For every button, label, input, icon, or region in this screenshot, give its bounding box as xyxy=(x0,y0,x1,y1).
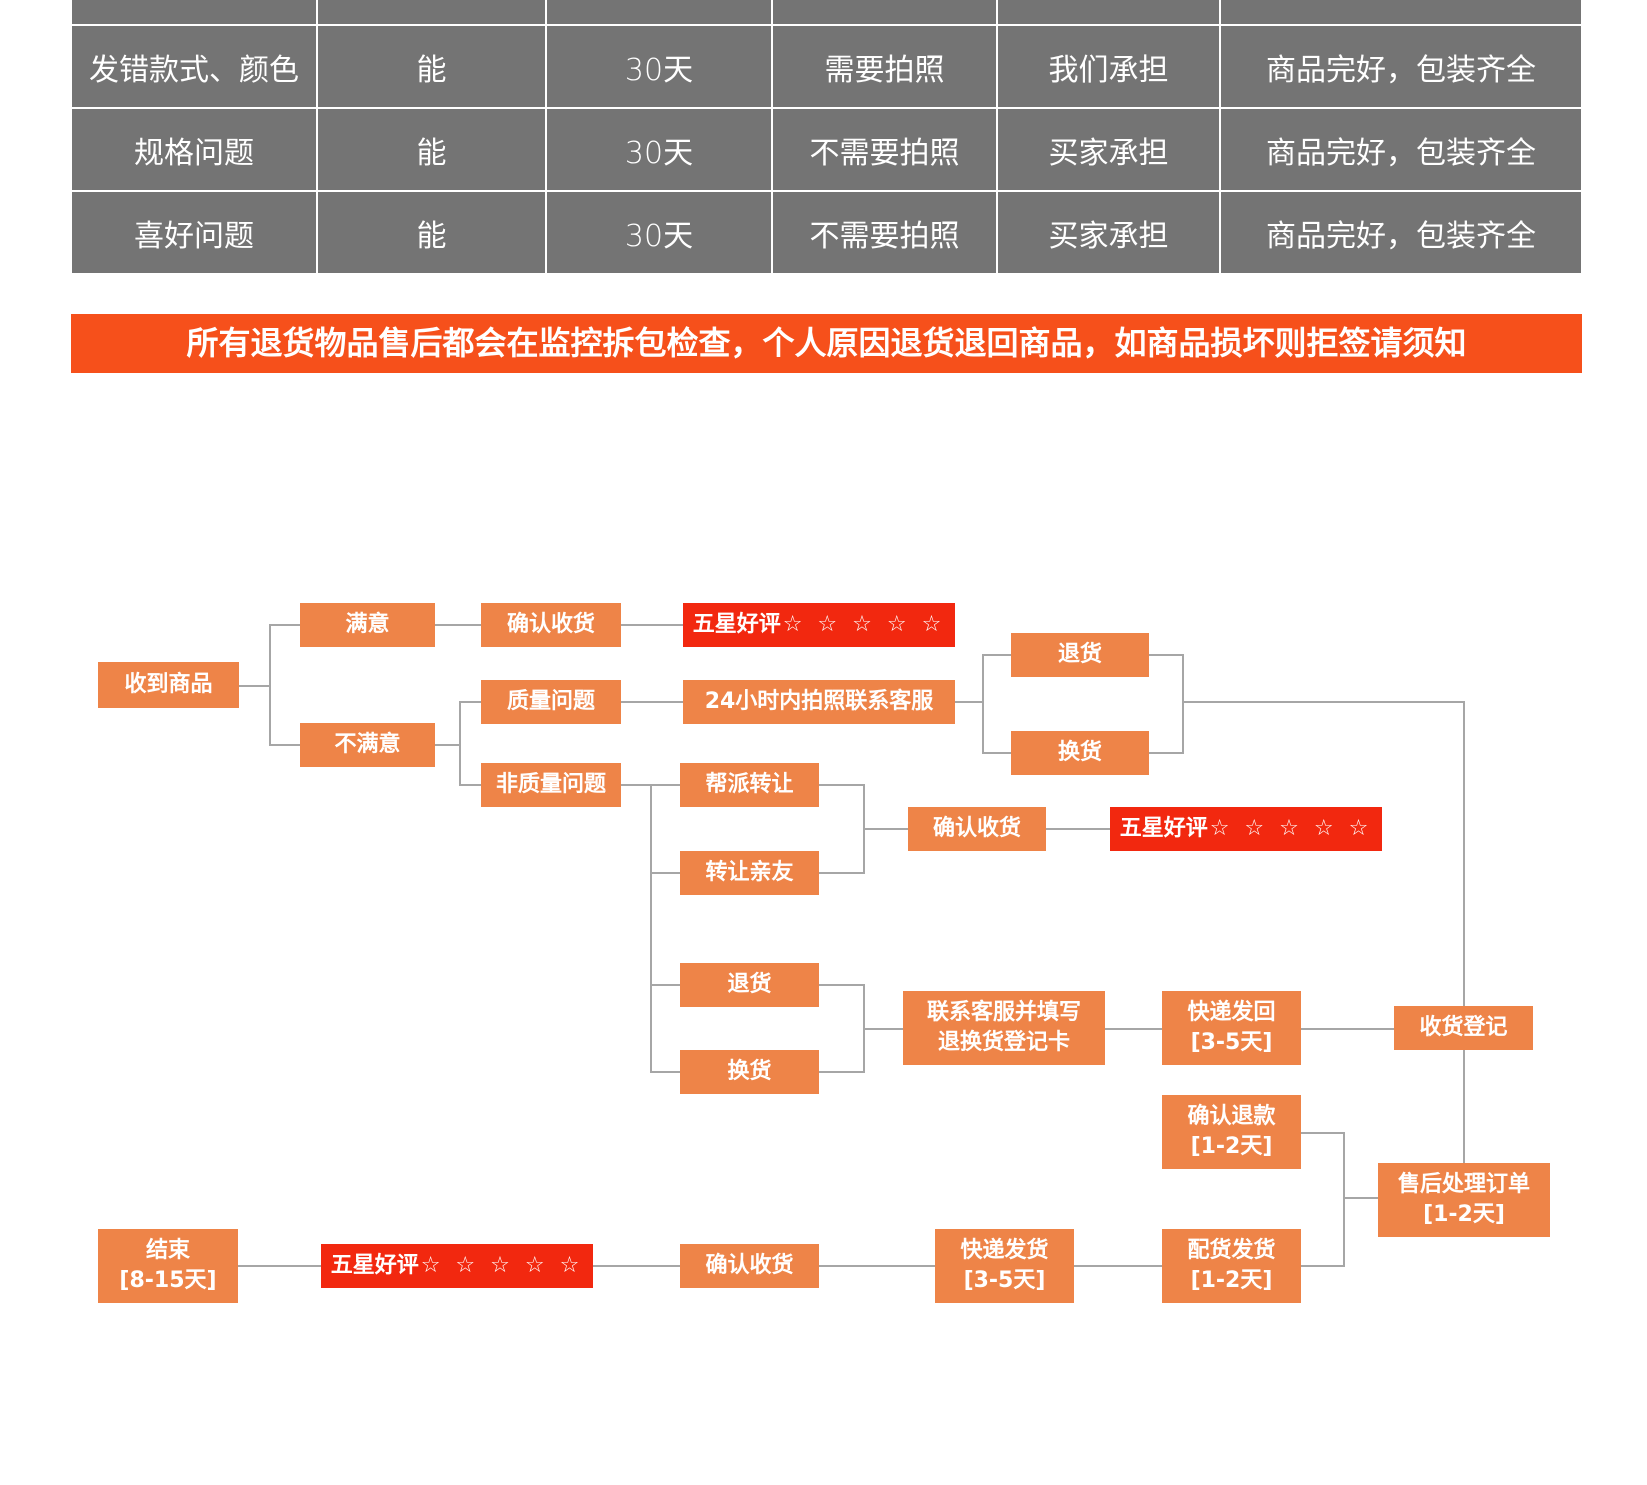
contact-service-24h-node: 24小时内拍照联系客服 xyxy=(683,680,955,724)
confirm-receipt-node: 确认收货 xyxy=(908,807,1046,851)
exchange-node: 换货 xyxy=(680,1050,819,1094)
table-cell: 喜好问题 xyxy=(70,190,318,275)
table-cell: 30天 xyxy=(545,190,773,275)
notice-banner: 所有退货物品售后都会在监控拆包检查，个人原因退货退回商品，如商品损坏则拒签请须知 xyxy=(71,314,1582,373)
five-star-review-node: 五星好评☆ ☆ ☆ ☆ ☆ xyxy=(321,1244,593,1288)
received-goods-node: 收到商品 xyxy=(98,662,239,708)
policy-table: 发错款式、颜色 能 30天 需要拍照 我们承担 商品完好，包装齐全 规格问题 能… xyxy=(70,0,1583,275)
quality-issue-node: 质量问题 xyxy=(481,680,621,724)
table-cell: 30天 xyxy=(545,107,773,192)
table-row-header-strip xyxy=(70,0,1583,26)
table-cell: 规格问题 xyxy=(70,107,318,192)
receipt-register-node: 收货登记 xyxy=(1394,1006,1533,1050)
table-row: 规格问题 能 30天 不需要拍照 买家承担 商品完好，包装齐全 xyxy=(70,107,1583,192)
table-row: 喜好问题 能 30天 不需要拍照 买家承担 商品完好，包装齐全 xyxy=(70,190,1583,275)
five-star-review-node: 五星好评☆ ☆ ☆ ☆ ☆ xyxy=(1110,807,1382,851)
star-icon: ☆ ☆ ☆ ☆ ☆ xyxy=(420,1253,584,1278)
table-cell: 我们承担 xyxy=(996,24,1221,109)
confirm-receipt-node: 确认收货 xyxy=(481,603,621,647)
return-node: 退货 xyxy=(1011,633,1149,677)
confirm-receipt-node: 确认收货 xyxy=(680,1244,819,1288)
unsatisfied-node: 不满意 xyxy=(300,723,435,767)
table-row: 发错款式、颜色 能 30天 需要拍照 我们承担 商品完好，包装齐全 xyxy=(70,24,1583,109)
exchange-node: 换货 xyxy=(1011,731,1149,775)
table-cell: 商品完好，包装齐全 xyxy=(1219,107,1583,192)
table-cell: 买家承担 xyxy=(996,190,1221,275)
end-node: 结束[8-15天] xyxy=(98,1229,238,1303)
table-cell: 不需要拍照 xyxy=(771,107,998,192)
table-cell: 需要拍照 xyxy=(771,24,998,109)
table-cell: 发错款式、颜色 xyxy=(70,24,318,109)
star-icon: ☆ ☆ ☆ ☆ ☆ xyxy=(782,612,946,637)
contact-fill-card-node: 联系客服并填写退换货登记卡 xyxy=(903,991,1105,1065)
satisfied-node: 满意 xyxy=(300,603,435,647)
express-ship-node: 快递发货[3-5天] xyxy=(935,1229,1074,1303)
table-cell: 买家承担 xyxy=(996,107,1221,192)
non-quality-issue-node: 非质量问题 xyxy=(481,763,621,807)
table-cell: 能 xyxy=(316,190,547,275)
five-star-review-node: 五星好评☆ ☆ ☆ ☆ ☆ xyxy=(683,603,955,647)
table-cell: 不需要拍照 xyxy=(771,190,998,275)
table-cell: 商品完好，包装齐全 xyxy=(1219,24,1583,109)
table-cell: 能 xyxy=(316,107,547,192)
aftersale-order-node: 售后处理订单[1-2天] xyxy=(1378,1163,1550,1237)
star-icon: ☆ ☆ ☆ ☆ ☆ xyxy=(1209,816,1373,841)
help-transfer-node: 帮派转让 xyxy=(680,763,819,807)
ship-back-node: 快递发回[3-5天] xyxy=(1162,991,1301,1065)
table-cell: 30天 xyxy=(545,24,773,109)
transfer-friends-node: 转让亲友 xyxy=(680,851,819,895)
pack-ship-node: 配货发货[1-2天] xyxy=(1162,1229,1301,1303)
table-cell: 商品完好，包装齐全 xyxy=(1219,190,1583,275)
table-cell: 能 xyxy=(316,24,547,109)
return-node: 退货 xyxy=(680,963,819,1007)
confirm-refund-node: 确认退款[1-2天] xyxy=(1162,1095,1301,1169)
